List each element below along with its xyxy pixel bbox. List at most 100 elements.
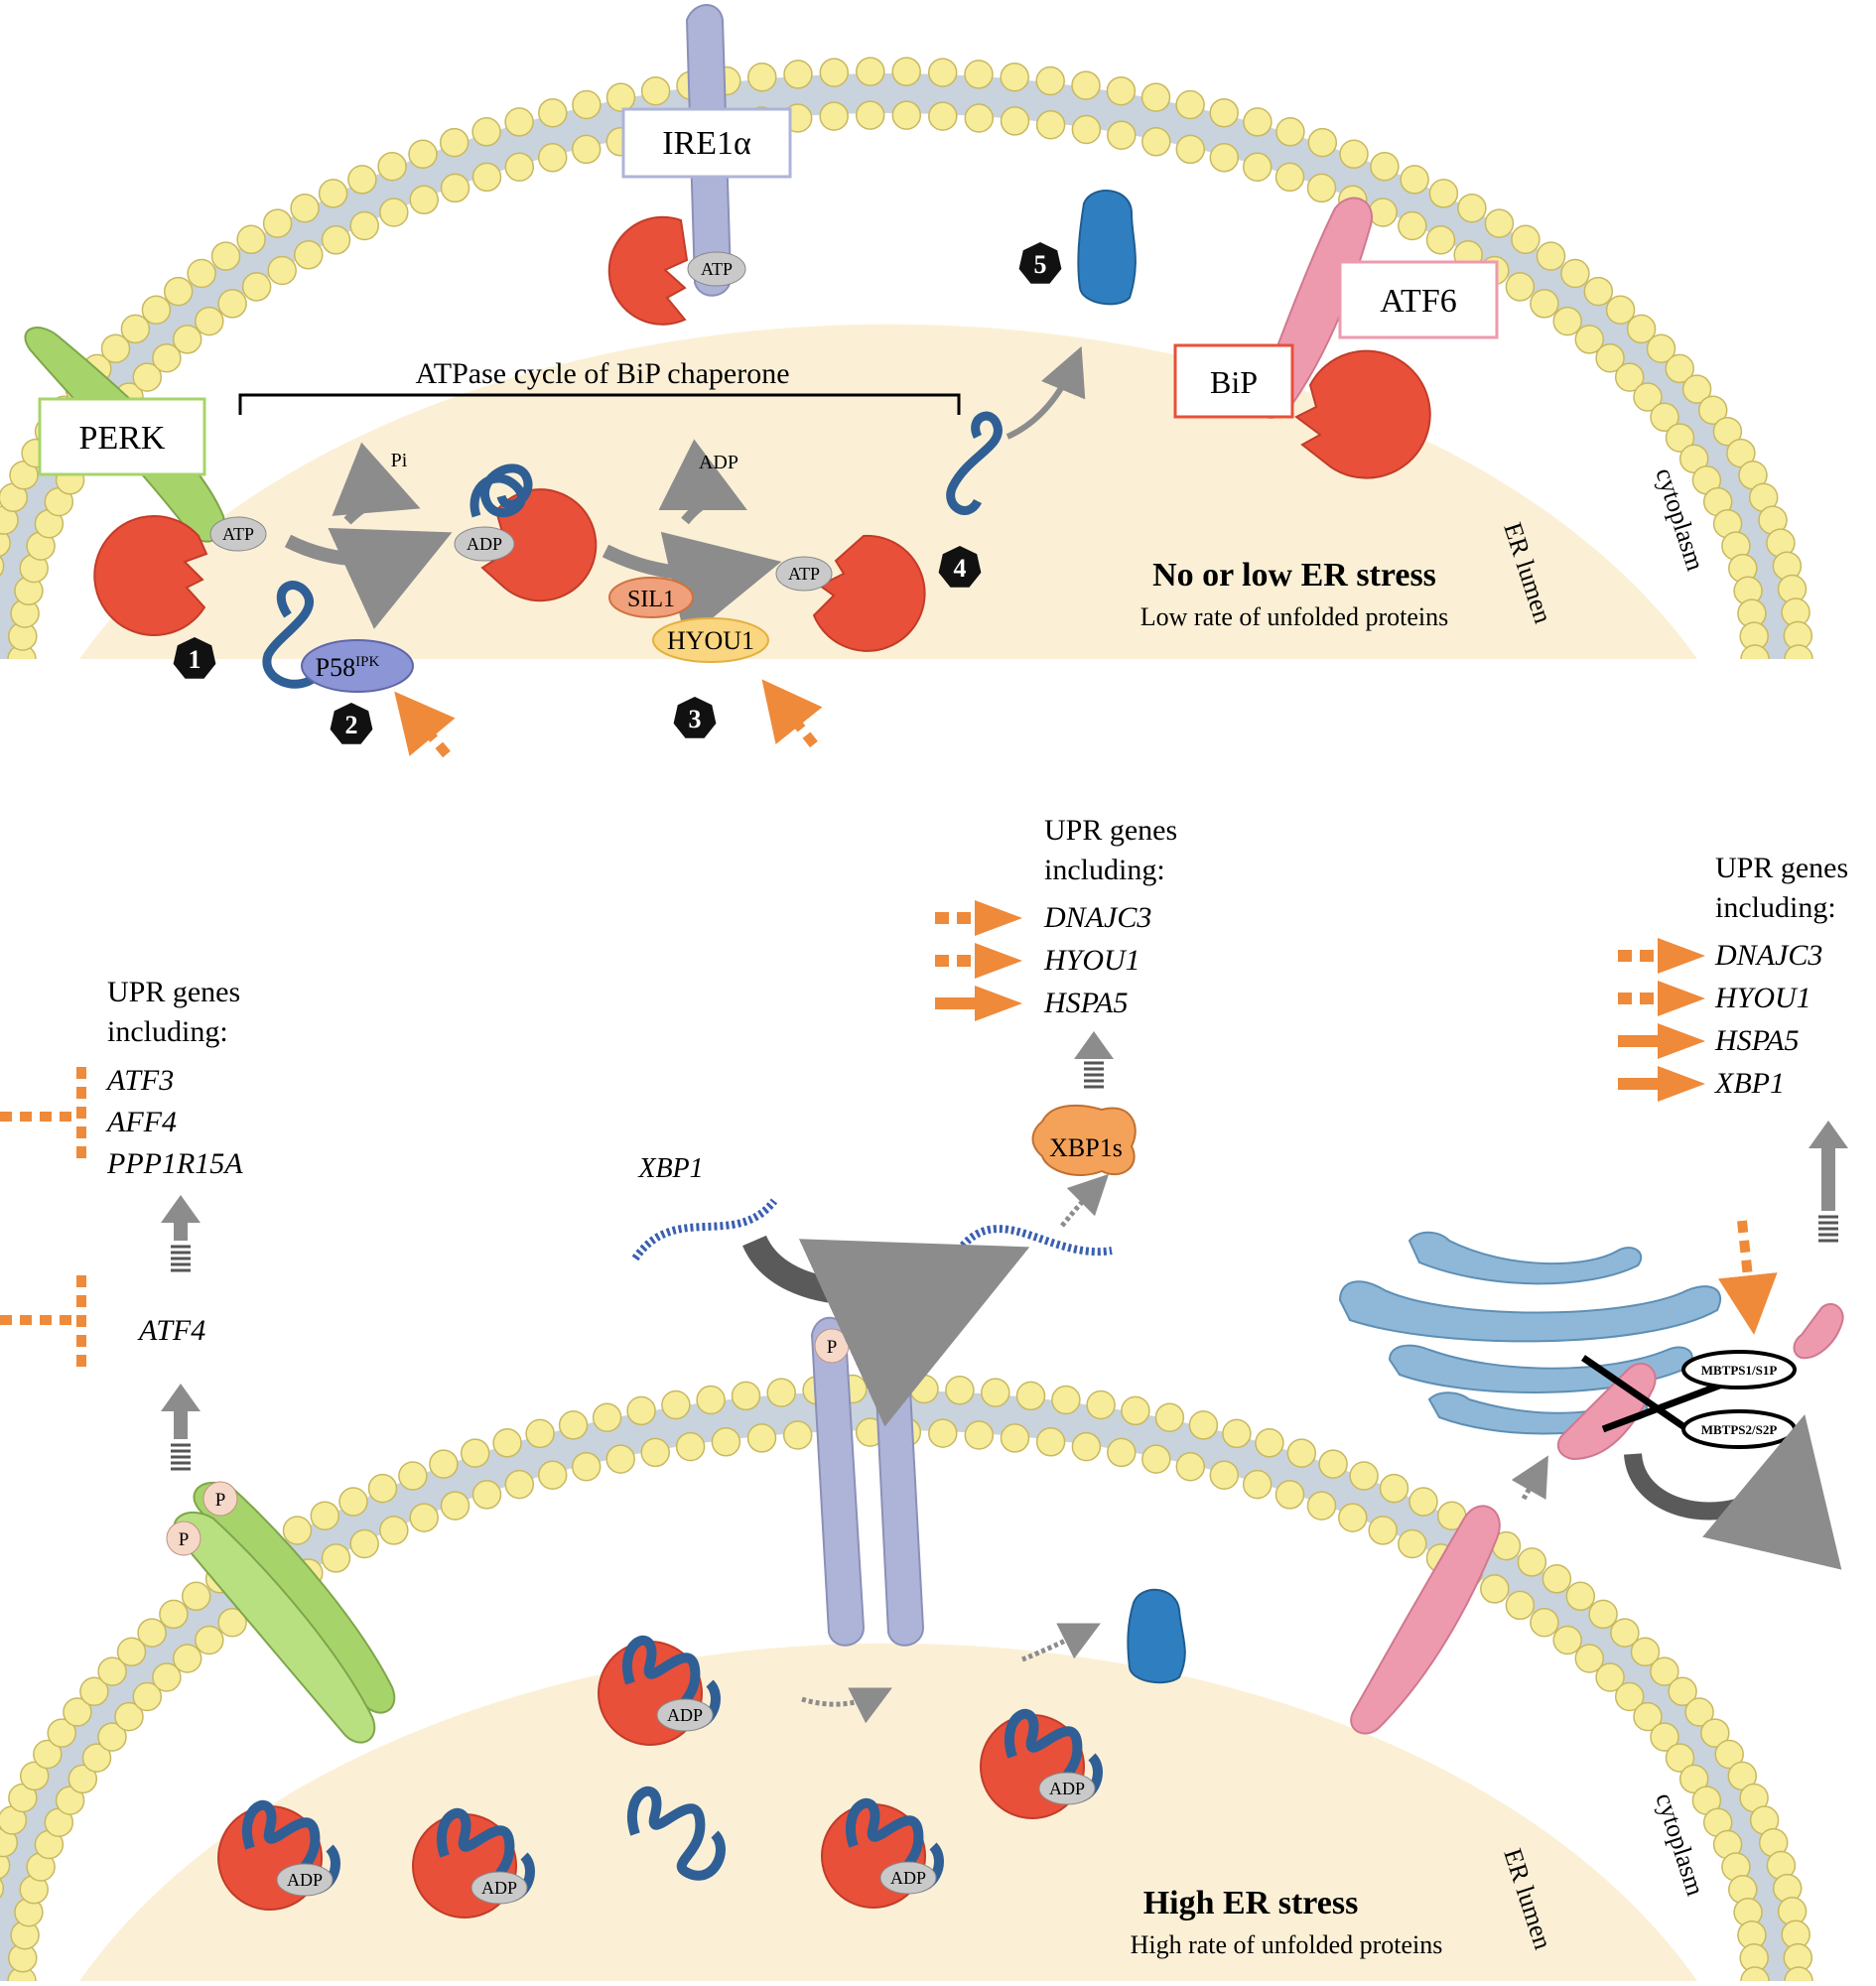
membrane-bottom-lipid-head [440, 1491, 470, 1521]
orange-arrow-p58 [394, 691, 456, 758]
atf6-gene-4: XBP1 [1714, 1067, 1785, 1100]
membrane-top-lipid-head [537, 143, 568, 173]
membrane-top-lipid-head [217, 289, 247, 319]
ire1-gene-1: DNAJC3 [1043, 901, 1151, 934]
bip-ire1: ATP [607, 215, 746, 326]
membrane-bottom-lipid-head [33, 1739, 63, 1770]
ire1-label: IRE1α [662, 125, 751, 162]
golgi-cycle-arrow [1624, 1413, 1842, 1570]
membrane-bottom-lipid-head [1633, 1701, 1663, 1732]
membrane-top-lipid-head [1552, 306, 1582, 336]
perk-gene-3: PPP1R15A [106, 1147, 243, 1180]
bip-adp-substrate: ADP [454, 463, 598, 602]
atp-label-perk: ATP [222, 524, 254, 544]
membrane-bottom-lipid-head [605, 1444, 635, 1474]
step-number-4: 4 [954, 554, 967, 583]
step-badge-5 [1018, 242, 1062, 284]
step-badge-3 [673, 697, 717, 738]
membrane-bottom-lipid-head [0, 1851, 11, 1880]
membrane-top-lipid-head [100, 333, 131, 363]
membrane-bottom-lipid-head [181, 1581, 211, 1612]
membrane-top-lipid-head [241, 272, 272, 302]
membrane-bottom-lipid-head [1505, 1590, 1536, 1621]
bip-label: BiP [1210, 364, 1258, 400]
ire1-genes-heading2: including: [1044, 854, 1165, 886]
membrane-top-lipid-head [891, 100, 922, 130]
membrane-top-lipid-head [1368, 198, 1398, 227]
gene-arrow-2 [975, 986, 1022, 1021]
membrane-top-lipid-head [819, 58, 850, 87]
step-badge-4 [938, 546, 982, 588]
membrane-top-lipid-head [408, 139, 438, 170]
step-number-2: 2 [345, 711, 358, 739]
membrane-top-lipid-head [1140, 82, 1171, 112]
membrane-top-lipid-head [1243, 107, 1273, 137]
p-label-ire1-1: P [827, 1337, 838, 1358]
cycle-arrow-2 [602, 531, 782, 641]
membrane-top-lipid-head [318, 179, 348, 208]
membrane-bottom-lipid-head [945, 1376, 975, 1405]
bip-atp-open: ATP [775, 534, 926, 652]
membrane-bottom-lipid-head [1188, 1410, 1219, 1440]
membrane-bottom-lipid-head [282, 1516, 313, 1545]
adp-label-1: ADP [467, 534, 502, 554]
membrane-bottom-lipid-head [1349, 1461, 1379, 1491]
atf6-transport-arrow [1511, 1455, 1548, 1501]
splicing-arrow [742, 1234, 1030, 1427]
bip-atf6 [1294, 349, 1431, 479]
membrane-bottom-lipid-head [1318, 1449, 1348, 1479]
membrane-bottom-lipid-head [1480, 1574, 1510, 1604]
membrane-bottom-lipid-head [504, 1469, 535, 1500]
membrane-bottom-lipid-head [1368, 1516, 1398, 1545]
membrane-bottom-lipid-head [1650, 1722, 1679, 1752]
membrane-top-lipid-head [891, 57, 921, 86]
gene-arrow-4 [1658, 981, 1705, 1016]
membrane-bottom-lipid-head [1015, 1381, 1046, 1411]
membrane-bottom-lipid-head [1035, 1427, 1066, 1457]
membrane-bottom-lipid-head [132, 1681, 163, 1712]
perk-label-box: PERK [38, 397, 206, 476]
membrane-top-lipid-head [571, 134, 602, 165]
membrane-top-lipid-head [1560, 258, 1590, 289]
up-arrow-head-2 [1074, 1031, 1114, 1059]
membrane-top-lipid-head [1307, 127, 1338, 158]
membrane-top-lipid-head [1209, 97, 1239, 128]
ire1-label-box: IRE1α [621, 107, 792, 179]
xbp1-spliced-mrna [960, 1225, 1113, 1257]
up-arrow-shaft-3 [1821, 1146, 1835, 1211]
membrane-bottom-lipid-head [1614, 1681, 1645, 1712]
membrane-top-lipid-head [120, 314, 151, 344]
membrane-bottom-lipid-head [172, 1644, 202, 1673]
membrane-bottom-lipid-head [661, 1390, 691, 1420]
adp-release-arrow [658, 439, 747, 525]
membrane-bottom-lipid-head [367, 1473, 398, 1504]
membrane-bottom-lipid-head [1530, 1607, 1559, 1638]
membrane-bottom-lipid-head [1588, 1599, 1618, 1630]
membrane-bottom-lipid-head [67, 1764, 98, 1794]
membrane-top-lipid-head [1071, 70, 1101, 100]
membrane-top-lipid-head [1035, 66, 1065, 96]
membrane-bottom-lipid-head [711, 1427, 741, 1457]
perk-genes-list: UPR genes including: ATF3 AFF4 PPP1R15A [105, 976, 243, 1180]
membrane-top-lipid-head [747, 62, 777, 92]
membrane-top-lipid-head [1106, 75, 1137, 106]
membrane-bottom-lipid-head [525, 1418, 555, 1449]
membrane-top-lipid-head [927, 58, 958, 87]
membrane-bottom-lipid-head [1595, 1662, 1625, 1692]
stress-title-bottom: High ER stress [1143, 1885, 1359, 1921]
membrane-top-lipid-head [783, 60, 813, 89]
membrane-top-lipid-head [1107, 120, 1137, 150]
membrane-top-lipid-head [964, 60, 994, 89]
adp-release-label: ADP [699, 452, 738, 473]
up-arrow-shaft-0 [174, 1221, 188, 1241]
inhibition-atf4 [0, 1275, 86, 1368]
perk-gene-2: AFF4 [105, 1106, 177, 1138]
s1p-label: MBTPS1/S1P [1701, 1363, 1778, 1378]
membrane-top-lipid-head [1242, 152, 1273, 182]
ire1-gene-3: HSPA5 [1043, 987, 1128, 1019]
membrane-top-lipid-head [172, 325, 202, 354]
orange-arrow-hyou1 [761, 679, 823, 748]
